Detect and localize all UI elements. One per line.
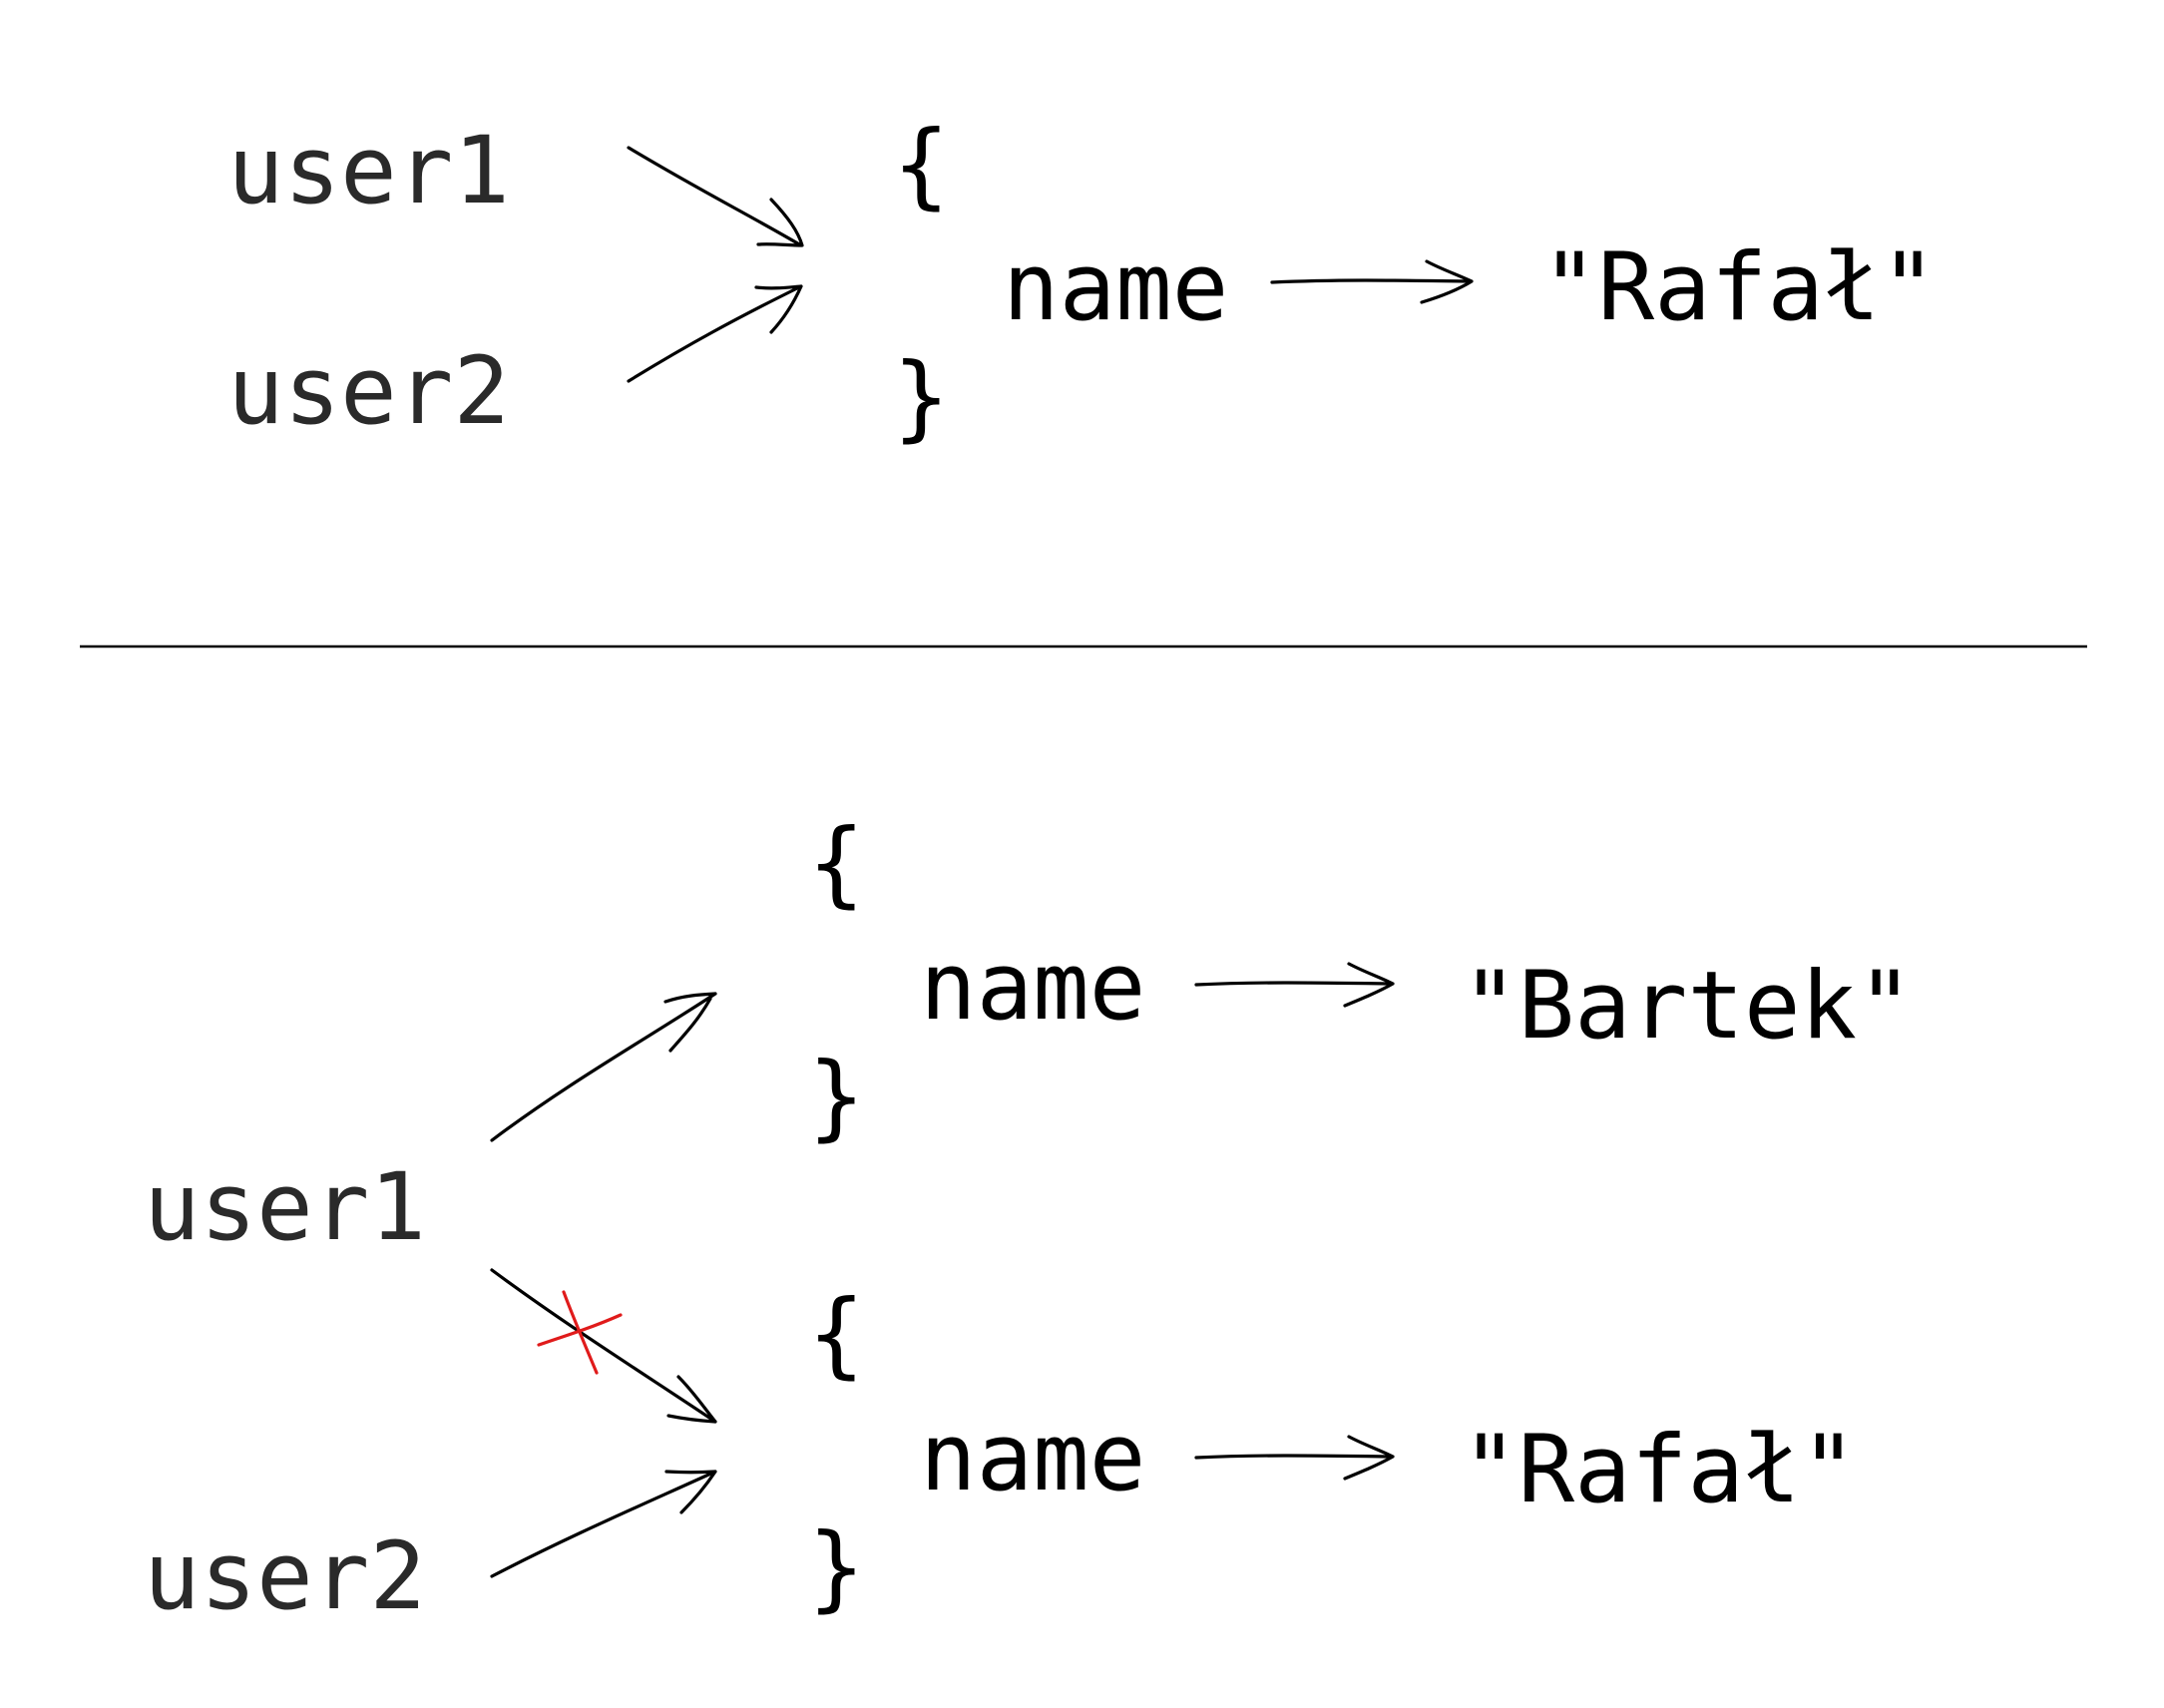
top-user1-arrow (627, 146, 804, 247)
bottom-variable-user2: user2 (144, 1522, 426, 1631)
bottom-object1-name-arrow (1194, 962, 1395, 1008)
top-name-arrow (1270, 259, 1474, 304)
bottom-object2-name-arrow (1194, 1435, 1395, 1481)
bottom-object2-value-string: "Rafał" (1462, 1416, 1857, 1524)
top-object-key-name: name (1003, 233, 1228, 342)
top-variable-user1: user1 (227, 117, 510, 225)
bottom-object2-open-brace: { (808, 1280, 865, 1389)
bottom-object1-key-name: name (920, 933, 1145, 1042)
top-value-string: "Rafał" (1541, 233, 1937, 342)
top-user2-arrow (627, 284, 803, 383)
bottom-variable-user1: user1 (144, 1153, 426, 1262)
bottom-object2-close-brace: } (808, 1513, 865, 1622)
top-object-open-brace: { (893, 111, 950, 219)
bottom-section: user1 user2 { name } "Bartek" { name } "… (144, 809, 1914, 1631)
bottom-object1-open-brace: { (808, 809, 865, 918)
top-object-close-brace: } (893, 343, 950, 452)
bottom-object1-close-brace: } (808, 1043, 865, 1151)
bottom-object1-value-string: "Bartek" (1462, 952, 1914, 1061)
removed-reference-cross-icon (537, 1290, 623, 1375)
bottom-user2-to-object2-arrow (490, 1470, 717, 1578)
bottom-user1-to-object2-arrow (490, 1268, 717, 1424)
top-variable-user2: user2 (227, 337, 510, 446)
bottom-object2-key-name: name (920, 1404, 1145, 1512)
bottom-user1-to-object1-arrow (490, 992, 717, 1142)
top-section: user1 user2 { name } "Rafał" (227, 111, 1937, 452)
